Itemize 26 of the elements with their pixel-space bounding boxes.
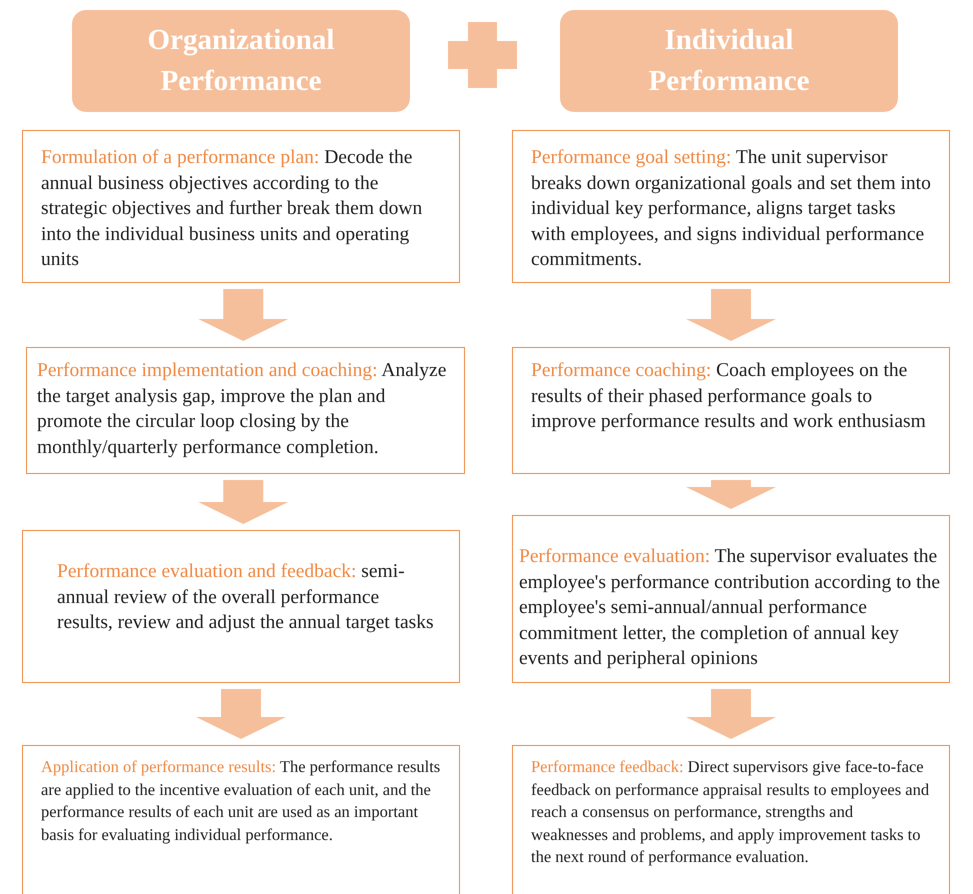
title-banner	[72, 10, 410, 112]
arrow	[198, 289, 288, 341]
heading-text: Individual Performance	[647, 23, 810, 99]
arrow	[686, 689, 776, 739]
description-text: Performance goal setting: The unit supervisor breaks down organizational goals and set them into individual key performance, aligns target tasks with employees, and signs individual performance commitments.	[531, 146, 931, 272]
process-box	[512, 515, 950, 683]
title-banner	[560, 10, 898, 112]
heading-text: Organizational Performance	[146, 23, 336, 99]
process-box	[512, 347, 950, 474]
process-box	[26, 347, 465, 474]
process-box	[22, 745, 460, 894]
process-box	[22, 130, 460, 283]
process-box	[512, 130, 950, 283]
description-text: Application of performance results: The performance results are applied to the incentive evaluation of each unit, and the performance results of each unit are used as an important basis for evaluating individual performance.	[41, 756, 441, 846]
description-text: Performance evaluation: The supervisor evaluates the employee's performance contribution according to the employee's semi-annual/annual performance commitment letter, the completion of annual key events and peripheral opinions	[519, 545, 941, 671]
description-text: Formulation of a performance plan: Decode the annual business objectives according to the strategic objectives and further break them down into the individual business units and operating units	[41, 146, 424, 272]
process-box	[512, 745, 950, 894]
description-text: Performance evaluation and feedback: semi-annual review of the overall performance results, review and adjust the annual target tasks	[57, 560, 435, 635]
description-text: Performance coaching: Coach employees on the results of their phased performance goals to improve performance results and work enthusiasm	[531, 359, 927, 434]
arrow	[686, 480, 776, 509]
description-text: Performance implementation and coaching: Analyze the target analysis gap, improve the plan and promote the circular loop closing by the monthly/quarterly performance completion.	[37, 359, 448, 460]
process-box	[22, 530, 460, 683]
description-text: Performance feedback: Direct supervisors give face-to-face feedback on performance appraisal results to employees and reach a consensus on performance, strengths and weaknesses and problems, and apply improvement tasks to the next round of performance evaluation.	[531, 756, 930, 868]
arrow	[198, 480, 288, 524]
arrow	[686, 289, 776, 341]
arrow	[196, 689, 286, 739]
